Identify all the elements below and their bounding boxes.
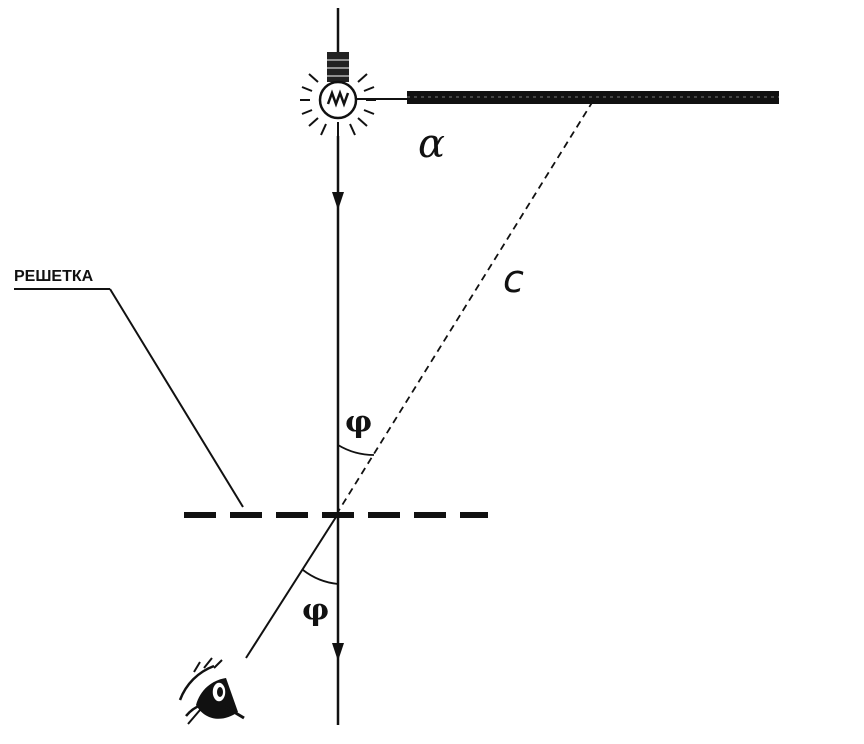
diffracted-ray [245,516,337,659]
c-label: c [503,257,524,301]
phi-upper-label: φ [345,405,372,440]
eye-icon [178,657,245,725]
arrow-down-lower [332,643,344,661]
grating-leader-line [14,288,244,508]
angle-arc-upper [337,444,375,456]
grating-label: РЕШЕТКА [14,268,94,285]
phi-lower-label: φ [302,593,329,628]
angle-arc-lower [302,569,339,585]
dashed-line-c [335,100,594,516]
alpha-label: α [418,121,445,167]
light-bulb-icon [300,8,376,136]
arrow-down-upper [332,192,344,210]
scale-bar [407,91,779,104]
